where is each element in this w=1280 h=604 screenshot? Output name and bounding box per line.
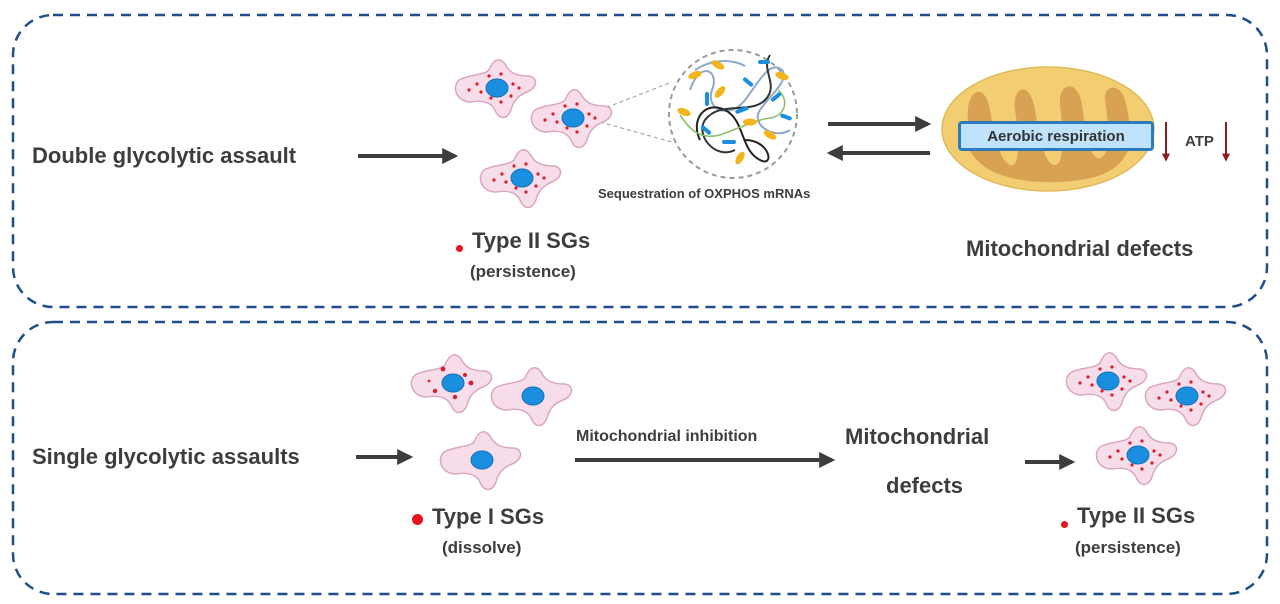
inset-caption: Sequestration of OXPHOS mRNAs [598, 186, 811, 201]
bottom-panel-border [11, 320, 1269, 596]
cell-with-granules [1065, 351, 1148, 412]
top-trigger-label: Double glycolytic assault [32, 143, 297, 168]
sg-dot-icon [412, 511, 423, 526]
inset-zoom-line [599, 121, 673, 143]
cell-with-type1-granules [410, 353, 493, 414]
bottom-trigger-label: Single glycolytic assaults [32, 444, 300, 469]
top-panel-border [11, 13, 1269, 309]
cell-with-granules [1144, 366, 1227, 427]
cell-with-granules [530, 88, 613, 149]
cell-with-granules [1095, 425, 1178, 486]
bottom-sg1-state: (dissolve) [442, 538, 522, 557]
bottom-sg1-label: Type I SGs [432, 504, 545, 529]
sg-dot-icon [1061, 516, 1068, 529]
aerobic-respiration-box: Aerobic respiration [958, 121, 1154, 151]
bottom-sg2-state: (persistence) [1075, 538, 1181, 557]
top-sg-state: (persistence) [470, 262, 576, 281]
bottom-sg2-label: Type II SGs [1077, 503, 1196, 528]
top-outcome-label: Mitochondrial defects [966, 236, 1194, 261]
cell-with-granules [479, 148, 562, 209]
inhibition-label: Mitochondrial inhibition [576, 428, 758, 445]
inset-zoom-line [599, 81, 673, 111]
defects-line2: defects [886, 473, 964, 498]
sg-dot-icon [456, 240, 463, 253]
top-sg-label: Type II SGs [472, 228, 591, 253]
cell-without-granules [439, 430, 522, 491]
defects-line1: Mitochondrial [845, 424, 990, 449]
cell-with-granules [454, 58, 537, 119]
atp-label: ATP [1185, 133, 1214, 150]
mrna-inset [668, 49, 798, 179]
cell-without-granules [490, 366, 573, 427]
